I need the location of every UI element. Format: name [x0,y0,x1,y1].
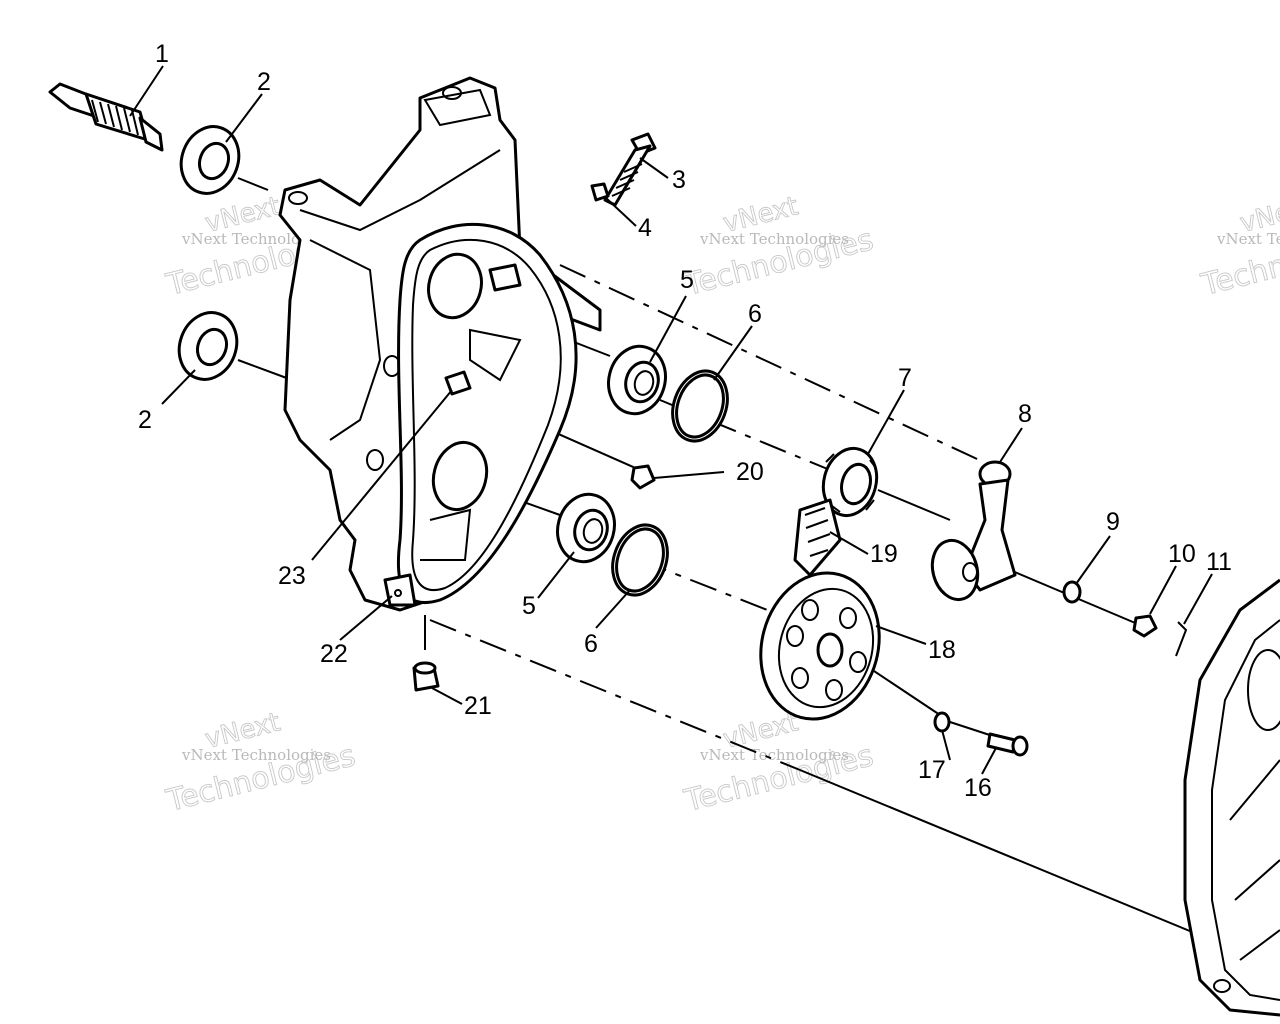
callout-5a: 5 [680,266,694,294]
bushing-21 [412,661,440,692]
dowel-23 [444,370,472,396]
leader-lines [129,65,1213,775]
callout-7: 7 [898,364,912,392]
sprocket-lower [759,571,881,721]
nut-10 [1132,614,1158,638]
seal-upper [179,125,241,195]
callout-17: 17 [918,756,946,784]
sprocket-upper [821,446,879,518]
watermark-small: vNext Technologies [699,746,849,764]
callout-20: 20 [736,458,764,486]
callout-6a: 6 [748,300,762,328]
washer-17 [933,711,951,733]
chain-19 [793,498,842,577]
nut-4 [590,182,610,202]
bolt-16 [986,732,1029,757]
seal-lower [177,311,239,381]
watermark-small: vNext Technologies [181,230,331,248]
callout-6b: 6 [584,630,598,658]
outer-cover-partial [1183,578,1280,1017]
shaft-part [48,82,164,152]
bearing-upper [607,344,667,416]
callout-18: 18 [928,636,956,664]
bolt-3 [603,132,657,207]
callout-21: 21 [464,692,492,720]
tensioner-arm [930,460,1017,602]
callout-1: 1 [155,40,169,68]
callout-16: 16 [964,774,992,802]
callout-9: 9 [1106,508,1120,536]
callout-10: 10 [1168,540,1196,568]
watermark-small: vNext Technologies [1216,230,1280,248]
watermark-small: vNext Technologies [699,230,849,248]
callout-3: 3 [672,166,686,194]
callout-2b: 2 [138,406,152,434]
cotter-pin-11 [1175,621,1188,657]
callout-4: 4 [638,214,652,242]
callout-labels: 1 2 2 3 4 5 5 6 6 7 8 9 10 11 16 17 18 1… [138,40,1232,802]
snap-ring-upper [671,369,729,443]
callout-19: 19 [870,540,898,568]
callout-2a: 2 [257,68,271,96]
washer-9 [1062,580,1082,604]
callout-5b: 5 [522,592,536,620]
callout-11: 11 [1206,548,1232,576]
callout-23: 23 [278,562,306,590]
callout-22: 22 [320,640,348,668]
callout-8: 8 [1018,400,1032,428]
nut-20 [630,464,656,490]
bearing-lower [556,492,616,564]
watermark-small: vNext Technologies [181,746,331,764]
snap-ring-lower [611,523,669,597]
chaincase-cover [383,222,578,607]
